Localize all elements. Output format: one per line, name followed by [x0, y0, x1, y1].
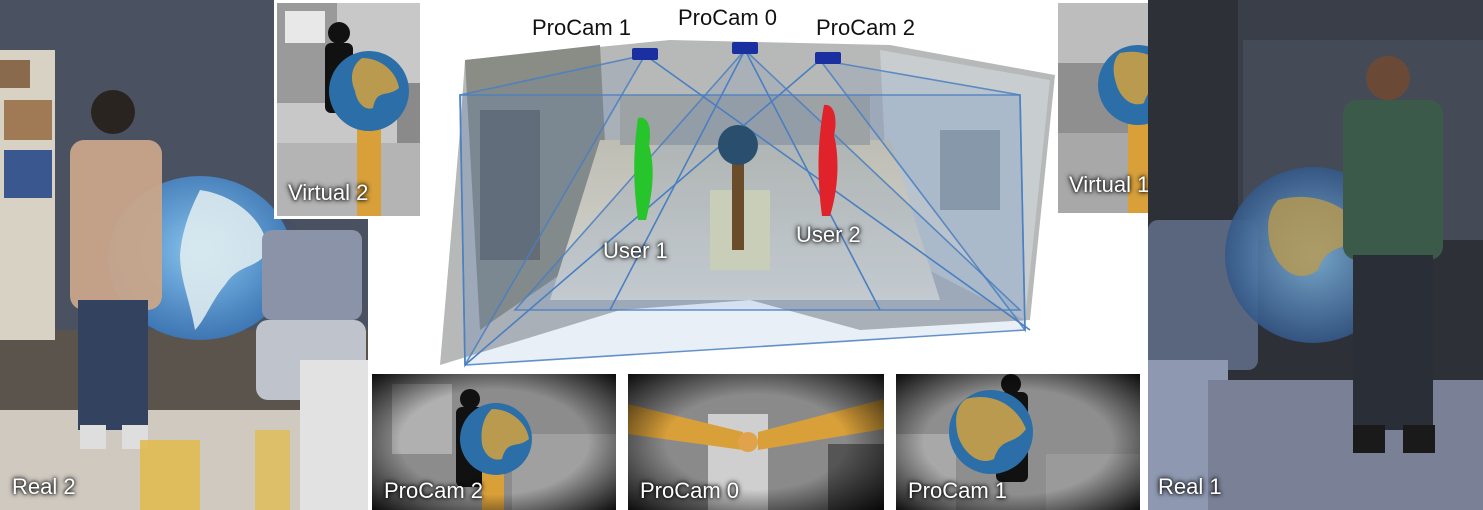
- procam-0-device: [732, 42, 758, 54]
- real-2-label: Real 2: [12, 474, 76, 499]
- user-1-silhouette: [634, 117, 653, 220]
- procam-1-device: [632, 48, 658, 60]
- procam-1-label: ProCam 1: [532, 15, 632, 40]
- real-1-scene: [1148, 0, 1483, 510]
- scene-reconstruction: ProCam 1 ProCam 0 ProCam 2 User 1 User 2: [420, 0, 1060, 372]
- globe-icon: [718, 125, 758, 165]
- view-procam-2: ProCam 2: [372, 374, 616, 510]
- virtual-1-label: Virtual 1: [1069, 172, 1150, 197]
- view-procam-1: ProCam 1: [896, 374, 1140, 510]
- real-1-label: Real 1: [1158, 474, 1222, 499]
- view-procam-0: ProCam 0: [628, 374, 884, 510]
- projector-camera-icon: [632, 48, 658, 60]
- procam-2-render: [372, 374, 616, 510]
- procam-1-view-label: ProCam 1: [908, 478, 1008, 503]
- procam-0-view-label: ProCam 0: [640, 478, 740, 503]
- user-1-label: User 1: [603, 238, 668, 263]
- projector-camera-icon: [732, 42, 758, 54]
- procam-0-label: ProCam 0: [678, 5, 778, 30]
- person-silhouette-icon: [328, 22, 350, 44]
- photo-real-1: Real 1: [1148, 0, 1483, 510]
- procam-2-device: [815, 52, 841, 64]
- procam-0-render: [628, 374, 884, 510]
- user-2-silhouette: [818, 104, 838, 216]
- procam-2-label: ProCam 2: [816, 15, 916, 40]
- procam-2-view-label: ProCam 2: [384, 478, 484, 503]
- user-2-label: User 2: [796, 222, 861, 247]
- projector-camera-icon: [815, 52, 841, 64]
- scene-3d-render: [420, 0, 1060, 372]
- procam-1-render: [896, 374, 1140, 510]
- virtual-2-label: Virtual 2: [288, 180, 369, 205]
